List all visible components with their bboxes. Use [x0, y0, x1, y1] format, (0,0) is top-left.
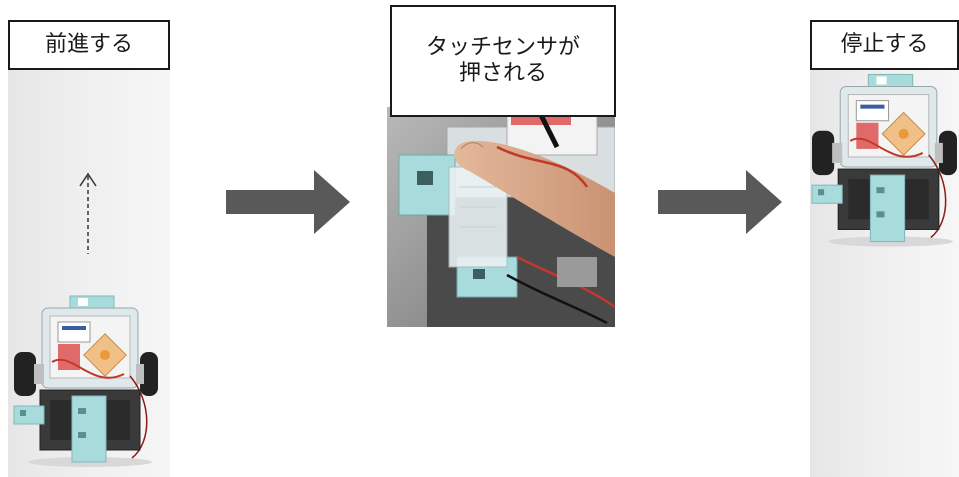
touch-sensor-photo: [387, 107, 615, 327]
step3-label: 停止する: [840, 32, 929, 57]
flow-arrow-2: [658, 170, 782, 234]
step1-label: 前進する: [44, 32, 133, 57]
flow-arrow-1: [226, 170, 350, 234]
step2-label: タッチセンサが 押される: [425, 35, 580, 86]
robot-image-stopped: [811, 73, 957, 247]
step3-label-box: 停止する: [810, 20, 959, 70]
robot-image-moving: [13, 295, 158, 467]
step1-label-box: 前進する: [8, 20, 170, 70]
step2-label-box: タッチセンサが 押される: [390, 5, 616, 117]
forward-direction-arrow: [79, 172, 97, 254]
